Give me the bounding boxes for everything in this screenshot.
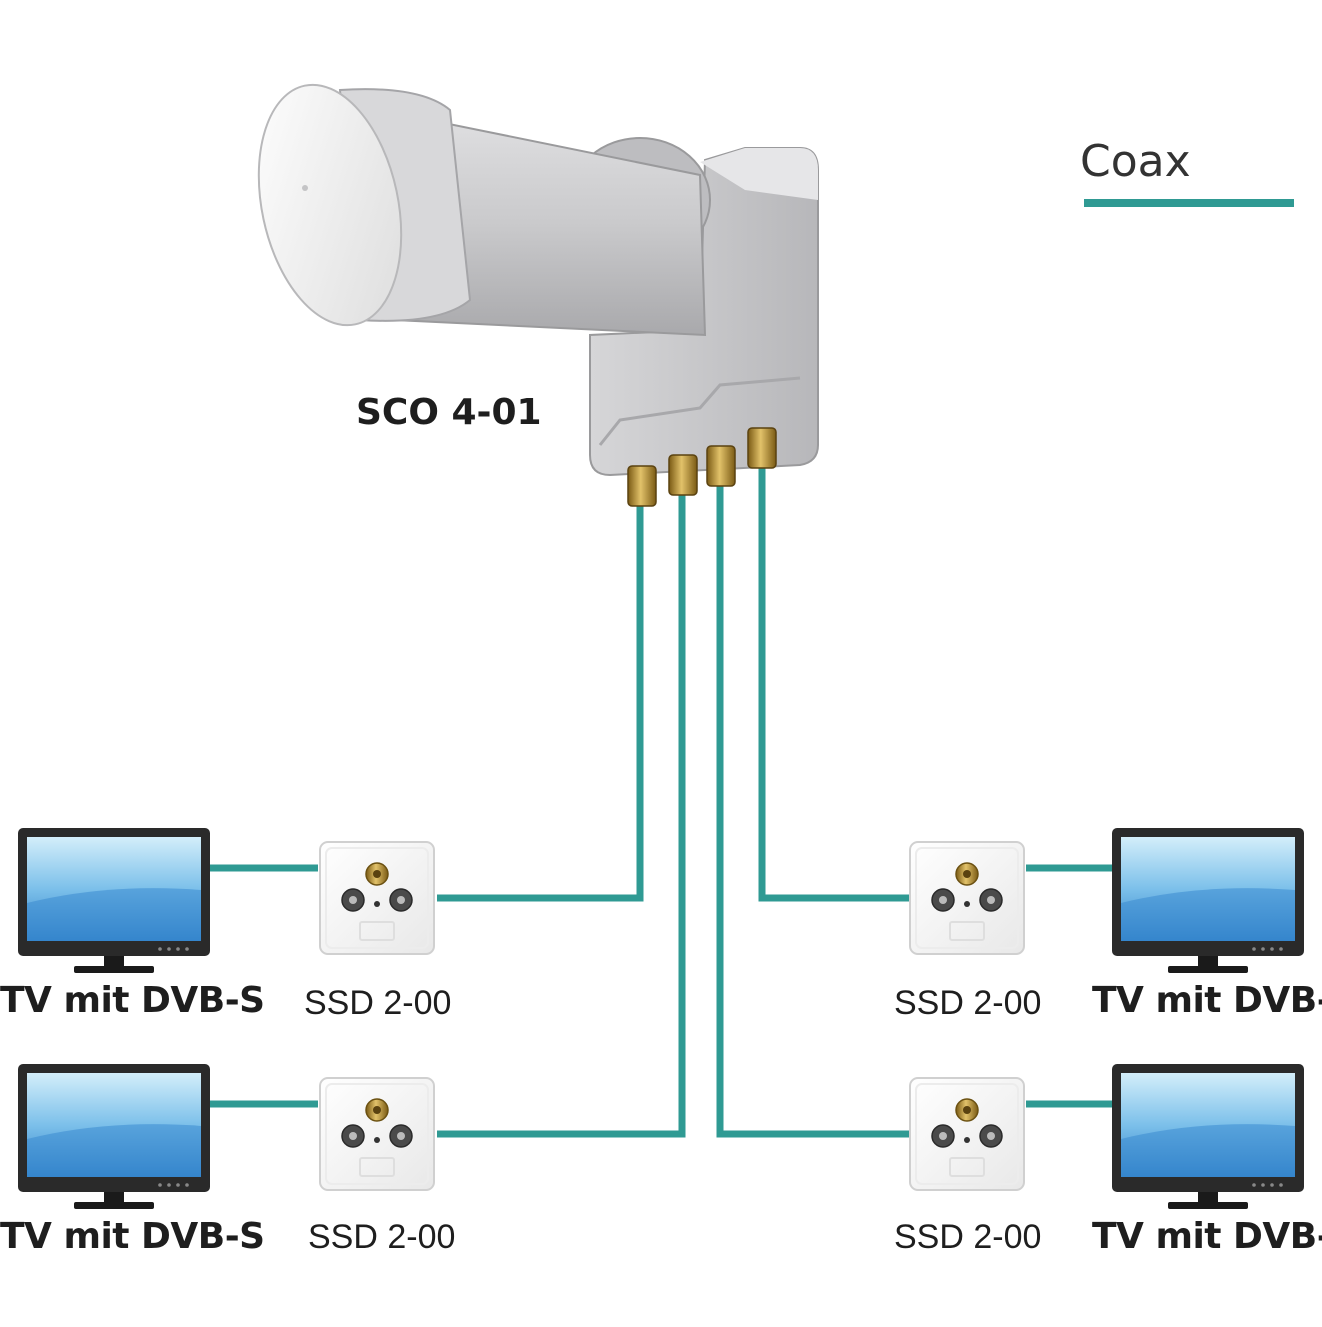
outlet-label: SSD 2-00: [304, 984, 452, 1022]
outlets: [319, 841, 1025, 1191]
tv-set: [1112, 828, 1304, 973]
wall-outlet: [319, 1077, 435, 1191]
lnb-f-connectors: [627, 427, 777, 507]
tv-label: TV mit DVB-S: [1092, 980, 1322, 1021]
coax-cable-4: [758, 465, 910, 902]
outlet-label: SSD 2-00: [894, 984, 1042, 1022]
coax-cable-2: [437, 490, 686, 1138]
tv-label: TV mit DVB-S: [1092, 1216, 1322, 1257]
coax-cable-3: [716, 482, 910, 1138]
outlet-label: SSD 2-00: [894, 1218, 1042, 1256]
coax-cables: [208, 465, 1114, 1138]
tv-set: [1112, 1064, 1304, 1209]
wall-outlet: [909, 841, 1025, 955]
coax-cable-1: [437, 500, 644, 902]
tv-set: [18, 1064, 210, 1209]
tvs: [18, 828, 1304, 1209]
wall-outlet: [909, 1077, 1025, 1191]
legend-label: Coax: [1080, 136, 1191, 187]
lnb-device: [257, 83, 819, 507]
tv-label: TV mit DVB-S: [0, 980, 265, 1021]
tv-set: [18, 828, 210, 973]
outlet-label: SSD 2-00: [308, 1218, 456, 1256]
tv-label: TV mit DVB-S: [0, 1216, 265, 1257]
lnb-label: SCO 4-01: [356, 392, 542, 433]
wall-outlet: [319, 841, 435, 955]
